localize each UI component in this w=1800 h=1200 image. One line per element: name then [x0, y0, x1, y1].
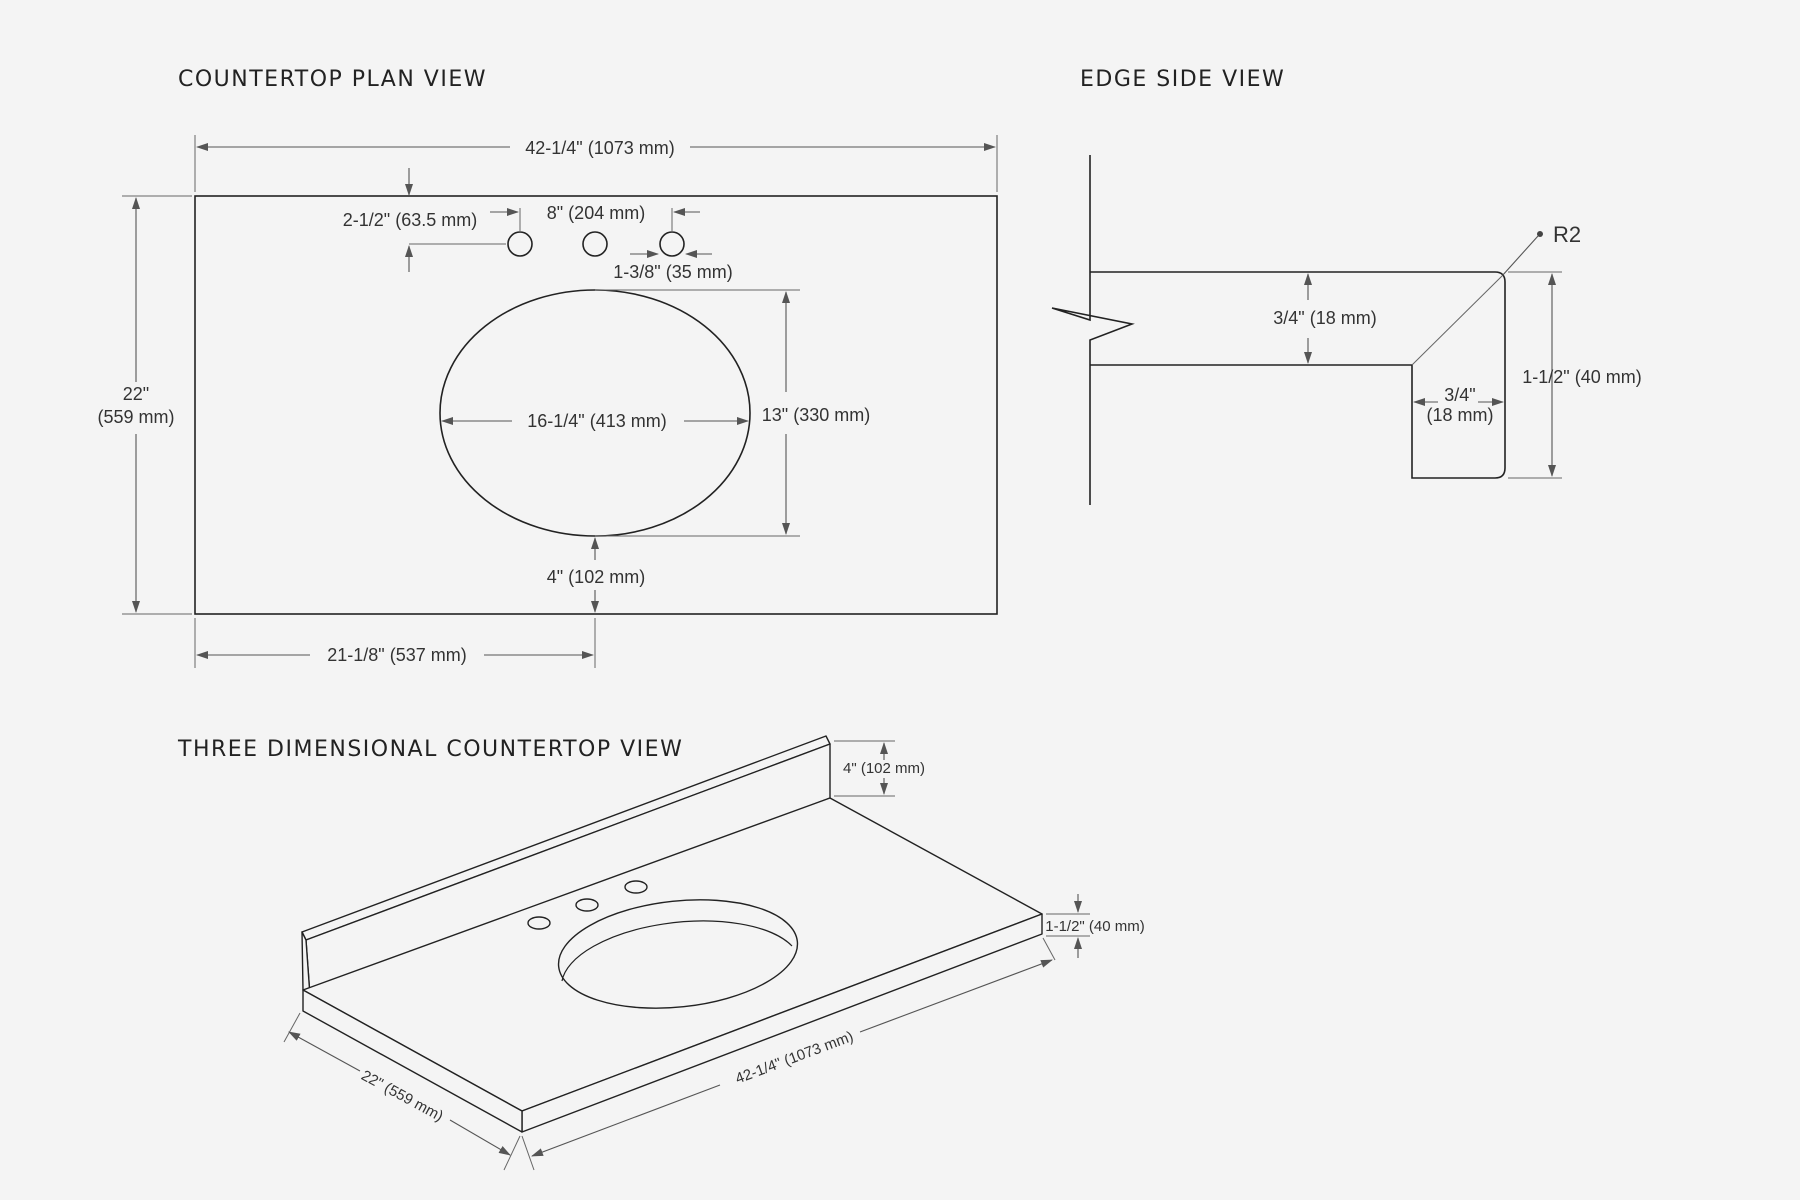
- sink-bowl-3d: [557, 899, 799, 1009]
- countertop-outline: [194, 195, 998, 615]
- hole-diameter-label: 1-3/8" (35 mm): [613, 262, 732, 282]
- bowl-center-label: 21-1/8" (537 mm): [327, 645, 466, 665]
- radius-label: R2: [1553, 222, 1581, 247]
- three-d-view: 4" (102 mm) 1-1/2" (40 mm) 42-1/4" (1073…: [283, 735, 1145, 1171]
- hole-offset-label: 2-1/2" (63.5 mm): [343, 210, 477, 230]
- faucet-hole-3d-center: [575, 898, 599, 912]
- faucet-hole-3d-right: [624, 880, 648, 894]
- bowl-depth-label: 13" (330 mm): [762, 405, 870, 425]
- edge-view: R2 3/4" (18 mm) 3/4" (18 mm) 1-1/2" (40 …: [1051, 155, 1642, 505]
- wall-line: [1051, 155, 1135, 505]
- faucet-hole-center: [582, 231, 608, 257]
- three-d-view-title: THREE DIMENSIONAL COUNTERTOP VIEW: [177, 737, 683, 762]
- overall-width-label: 42-1/4" (1073 mm): [525, 138, 674, 158]
- total-height-label: 1-1/2" (40 mm): [1522, 367, 1641, 387]
- radius-leader: [1411, 275, 1503, 366]
- edge-depth-label-in: 3/4": [1444, 385, 1475, 405]
- plan-view: 42-1/4" (1073 mm) 22" (559 mm) 2-1/2" (6…: [97, 135, 998, 668]
- faucet-hole-3d-left: [527, 916, 551, 930]
- faucet-hole-right: [659, 231, 685, 257]
- edge-view-title: EDGE SIDE VIEW: [1080, 67, 1285, 92]
- thickness-label: 1-1/2" (40 mm): [1045, 918, 1145, 935]
- depth-label-mm: (559 mm): [97, 407, 174, 427]
- top-thickness-label: 3/4" (18 mm): [1273, 308, 1376, 328]
- edge-depth-label-mm: (18 mm): [1427, 405, 1494, 425]
- bowl-front-label: 4" (102 mm): [547, 567, 645, 587]
- edge-profile: [1090, 271, 1506, 479]
- countertop-side: [302, 989, 523, 1133]
- faucet-hole-left: [507, 231, 533, 257]
- depth-label-in: 22": [123, 384, 149, 404]
- bowl-width-label: 16-1/4" (413 mm): [527, 411, 666, 431]
- hole-spread-label: 8" (204 mm): [547, 203, 645, 223]
- plan-view-title: COUNTERTOP PLAN VIEW: [178, 67, 487, 92]
- backsplash-height-label: 4" (102 mm): [843, 760, 925, 777]
